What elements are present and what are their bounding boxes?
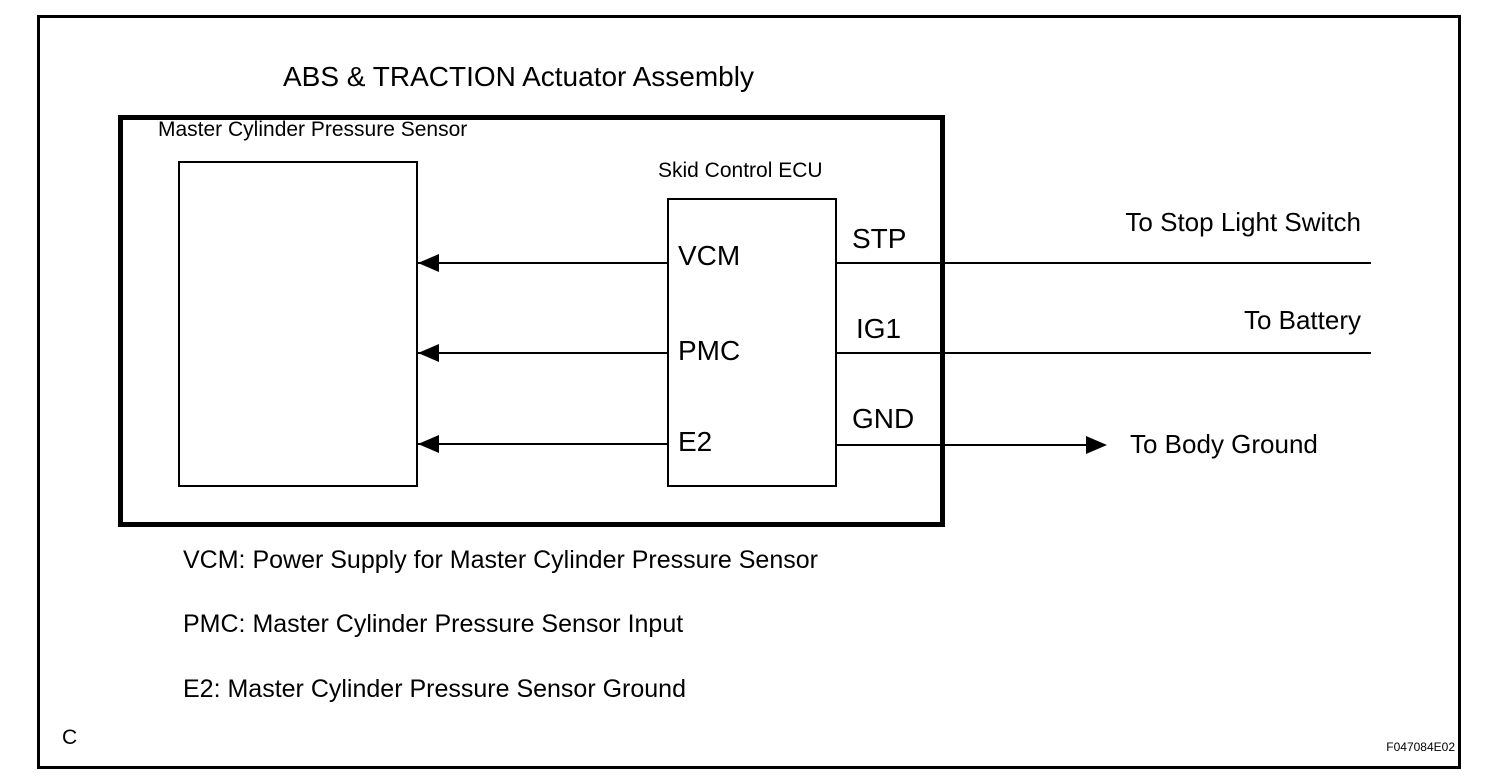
ecu-pin-e2: E2 [678,426,713,457]
actuator-assembly-box [118,115,945,527]
external-label-battery: To Battery [1243,305,1361,335]
ecu-terminal-stp: STP [852,223,907,254]
ecu-pin-vcm: VCM [678,240,741,271]
external-label-body-ground: To Body Ground [1130,429,1318,459]
arrow-left-icon [418,344,439,362]
arrow-left-icon [418,254,439,272]
ecu-terminal-gnd: GND [852,403,915,434]
ecu-label: Skid Control ECU [658,159,823,182]
wire-e2 [418,443,667,445]
master-cylinder-pressure-sensor-box [178,161,418,487]
wire-ig1 [837,352,1371,354]
skid-control-ecu-box [667,198,837,487]
arrow-right-icon [1086,436,1107,454]
external-label-stop-light-switch: To Stop Light Switch [1125,207,1361,237]
ecu-pin-pmc: PMC [678,335,741,366]
wire-stp [837,262,1371,264]
sensor-label: Master Cylinder Pressure Sensor [158,118,468,141]
page-marker: C [62,726,78,749]
figure-code: F047084E02 [1386,740,1455,754]
page-border [37,15,1461,769]
legend-pmc: PMC: Master Cylinder Pressure Sensor Inp… [183,610,684,638]
legend-e2: E2: Master Cylinder Pressure Sensor Grou… [183,675,686,703]
legend-vcm: VCM: Power Supply for Master Cylinder Pr… [183,546,818,574]
ecu-terminal-ig1: IG1 [856,313,902,344]
diagram-title: ABS & TRACTION Actuator Assembly [283,61,754,92]
wire-pmc [418,352,667,354]
arrow-left-icon [418,435,439,453]
wire-gnd [837,444,1089,446]
wire-vcm [418,262,667,264]
